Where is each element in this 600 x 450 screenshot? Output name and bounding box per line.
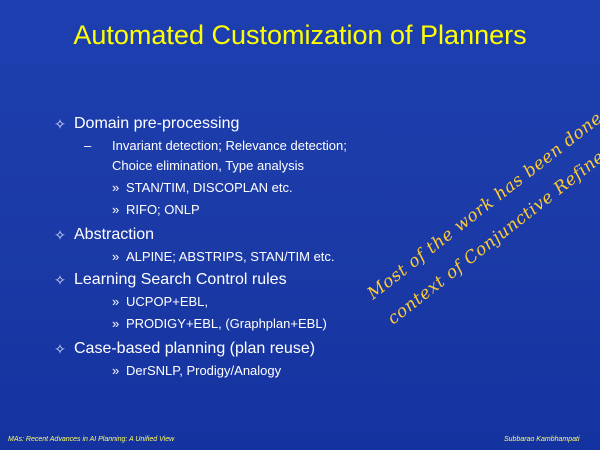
subsub-item: » RIFO; ONLP [112,200,200,220]
footer-left: MAs: Recent Advances in AI Planning: A U… [8,436,175,443]
subsub-item: » UCPOP+EBL, [112,292,208,312]
bullet-label: Learning Search Control rules [74,271,287,288]
bullet-star-icon: ✧ [54,116,66,132]
footer-right: Subbarao Kambhampati [504,436,580,443]
bullet-label: Abstraction [74,226,155,243]
subsub-item-text: RIFO; ONLP [126,202,200,217]
raquo-icon: » [112,294,120,309]
subsub-item-text: DerSNLP, Prodigy/Analogy [126,363,282,378]
subsub-item-text: STAN/TIM, DISCOPLAN etc. [126,180,293,195]
subsub-item-text: PRODIGY+EBL, (Graphplan+EBL) [126,316,327,331]
subsub-item: » DerSNLP, Prodigy/Analogy [112,361,281,381]
subsub-item-text: UCPOP+EBL, [126,294,209,309]
sub-item: – Invariant detection; Relevance detectio… [84,136,347,156]
raquo-icon: » [112,249,120,264]
subsub-item: » PRODIGY+EBL, (Graphplan+EBL) [112,314,327,334]
raquo-icon: » [112,180,120,195]
slide-title: Automated Customization of Planners [73,20,527,50]
annotation-line-2: context of Conjunctive Refinement Planne… [384,66,600,329]
raquo-icon: » [112,363,120,378]
bullet-label: Domain pre-processing [74,115,240,132]
subsub-item: » ALPINE; ABSTRIPS, STAN/TIM etc. [112,247,335,267]
dash-icon: – [84,138,92,153]
bullet-star-icon: ✧ [54,272,66,288]
sub-item-continuation: Choice elimination, Type analysis [112,158,304,173]
bullet-star-icon: ✧ [54,227,66,243]
subsub-item-text: ALPINE; ABSTRIPS, STAN/TIM etc. [126,249,335,264]
subsub-item: » STAN/TIM, DISCOPLAN etc. [112,178,293,198]
raquo-icon: » [112,202,120,217]
raquo-icon: » [112,316,120,331]
sub-item-text: Invariant detection; Relevance detection… [112,138,347,153]
bullet-label: Case-based planning (plan reuse) [74,340,316,357]
bullet-star-icon: ✧ [54,341,66,357]
annotation-line-1: Most of the work has been done in the [363,72,600,304]
